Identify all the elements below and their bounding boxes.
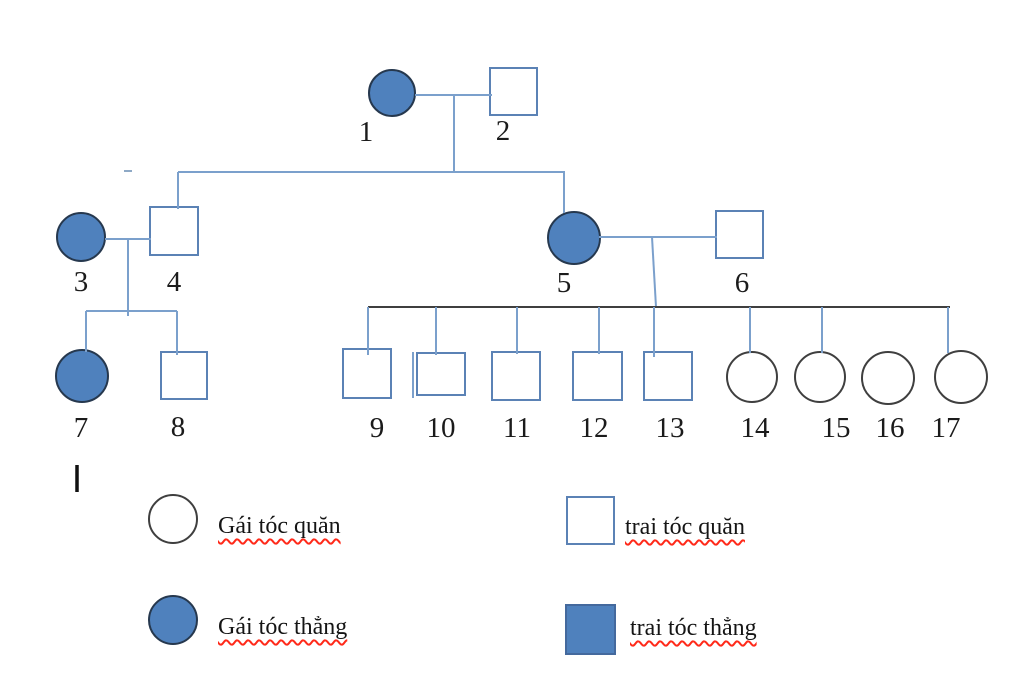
legend-circle-open-icon — [148, 494, 198, 544]
member-symbol-14 — [726, 351, 778, 403]
member-number-3: 3 — [74, 266, 89, 298]
legend-square-filled-icon — [565, 604, 616, 655]
member-number-17: 17 — [932, 412, 961, 444]
member-number-1: 1 — [359, 116, 374, 148]
member-number-13: 13 — [656, 412, 685, 444]
member-symbol-7 — [55, 349, 109, 403]
legend-square-open-icon — [566, 496, 615, 545]
member-number-11: 11 — [503, 412, 531, 444]
member-number-2: 2 — [496, 115, 511, 147]
member-symbol-1 — [368, 69, 416, 117]
member-symbol-16 — [861, 351, 915, 405]
member-number-9: 9 — [370, 412, 385, 444]
member-symbol-17 — [934, 350, 988, 404]
member-symbol-15 — [794, 351, 846, 403]
member-symbol-6 — [715, 210, 764, 259]
member-number-15: 15 — [822, 412, 851, 444]
member-number-4: 4 — [167, 266, 182, 298]
member-symbol-12 — [572, 351, 623, 401]
member-number-6: 6 — [735, 267, 750, 299]
legend-label-boy-curly: trai tóc quăn — [625, 514, 745, 540]
member-symbol-10 — [416, 352, 466, 396]
member-symbol-2 — [489, 67, 538, 116]
line-descent-5-6 — [651, 236, 657, 308]
member-number-8: 8 — [171, 411, 186, 443]
member-symbol-4 — [149, 206, 199, 256]
member-number-10: 10 — [427, 412, 456, 444]
member-symbol-5 — [547, 211, 601, 265]
legend-label-girl-curly: Gái tóc quăn — [218, 513, 341, 539]
member-number-12: 12 — [580, 412, 609, 444]
member-number-7: 7 — [74, 412, 89, 444]
member-symbol-13 — [643, 351, 693, 401]
legend-label-girl-straight: Gái tóc thẳng — [218, 614, 348, 640]
member-number-16: 16 — [876, 412, 905, 444]
member-number-14: 14 — [741, 412, 771, 444]
member-symbol-9 — [342, 348, 392, 399]
legend-circle-filled-icon — [148, 595, 198, 645]
member-symbol-8 — [160, 351, 208, 400]
member-symbol-3 — [56, 212, 106, 262]
member-symbol-11 — [491, 351, 541, 401]
legend-label-boy-straight: trai tóc thẳng — [630, 615, 757, 641]
member-number-5: 5 — [557, 267, 572, 299]
